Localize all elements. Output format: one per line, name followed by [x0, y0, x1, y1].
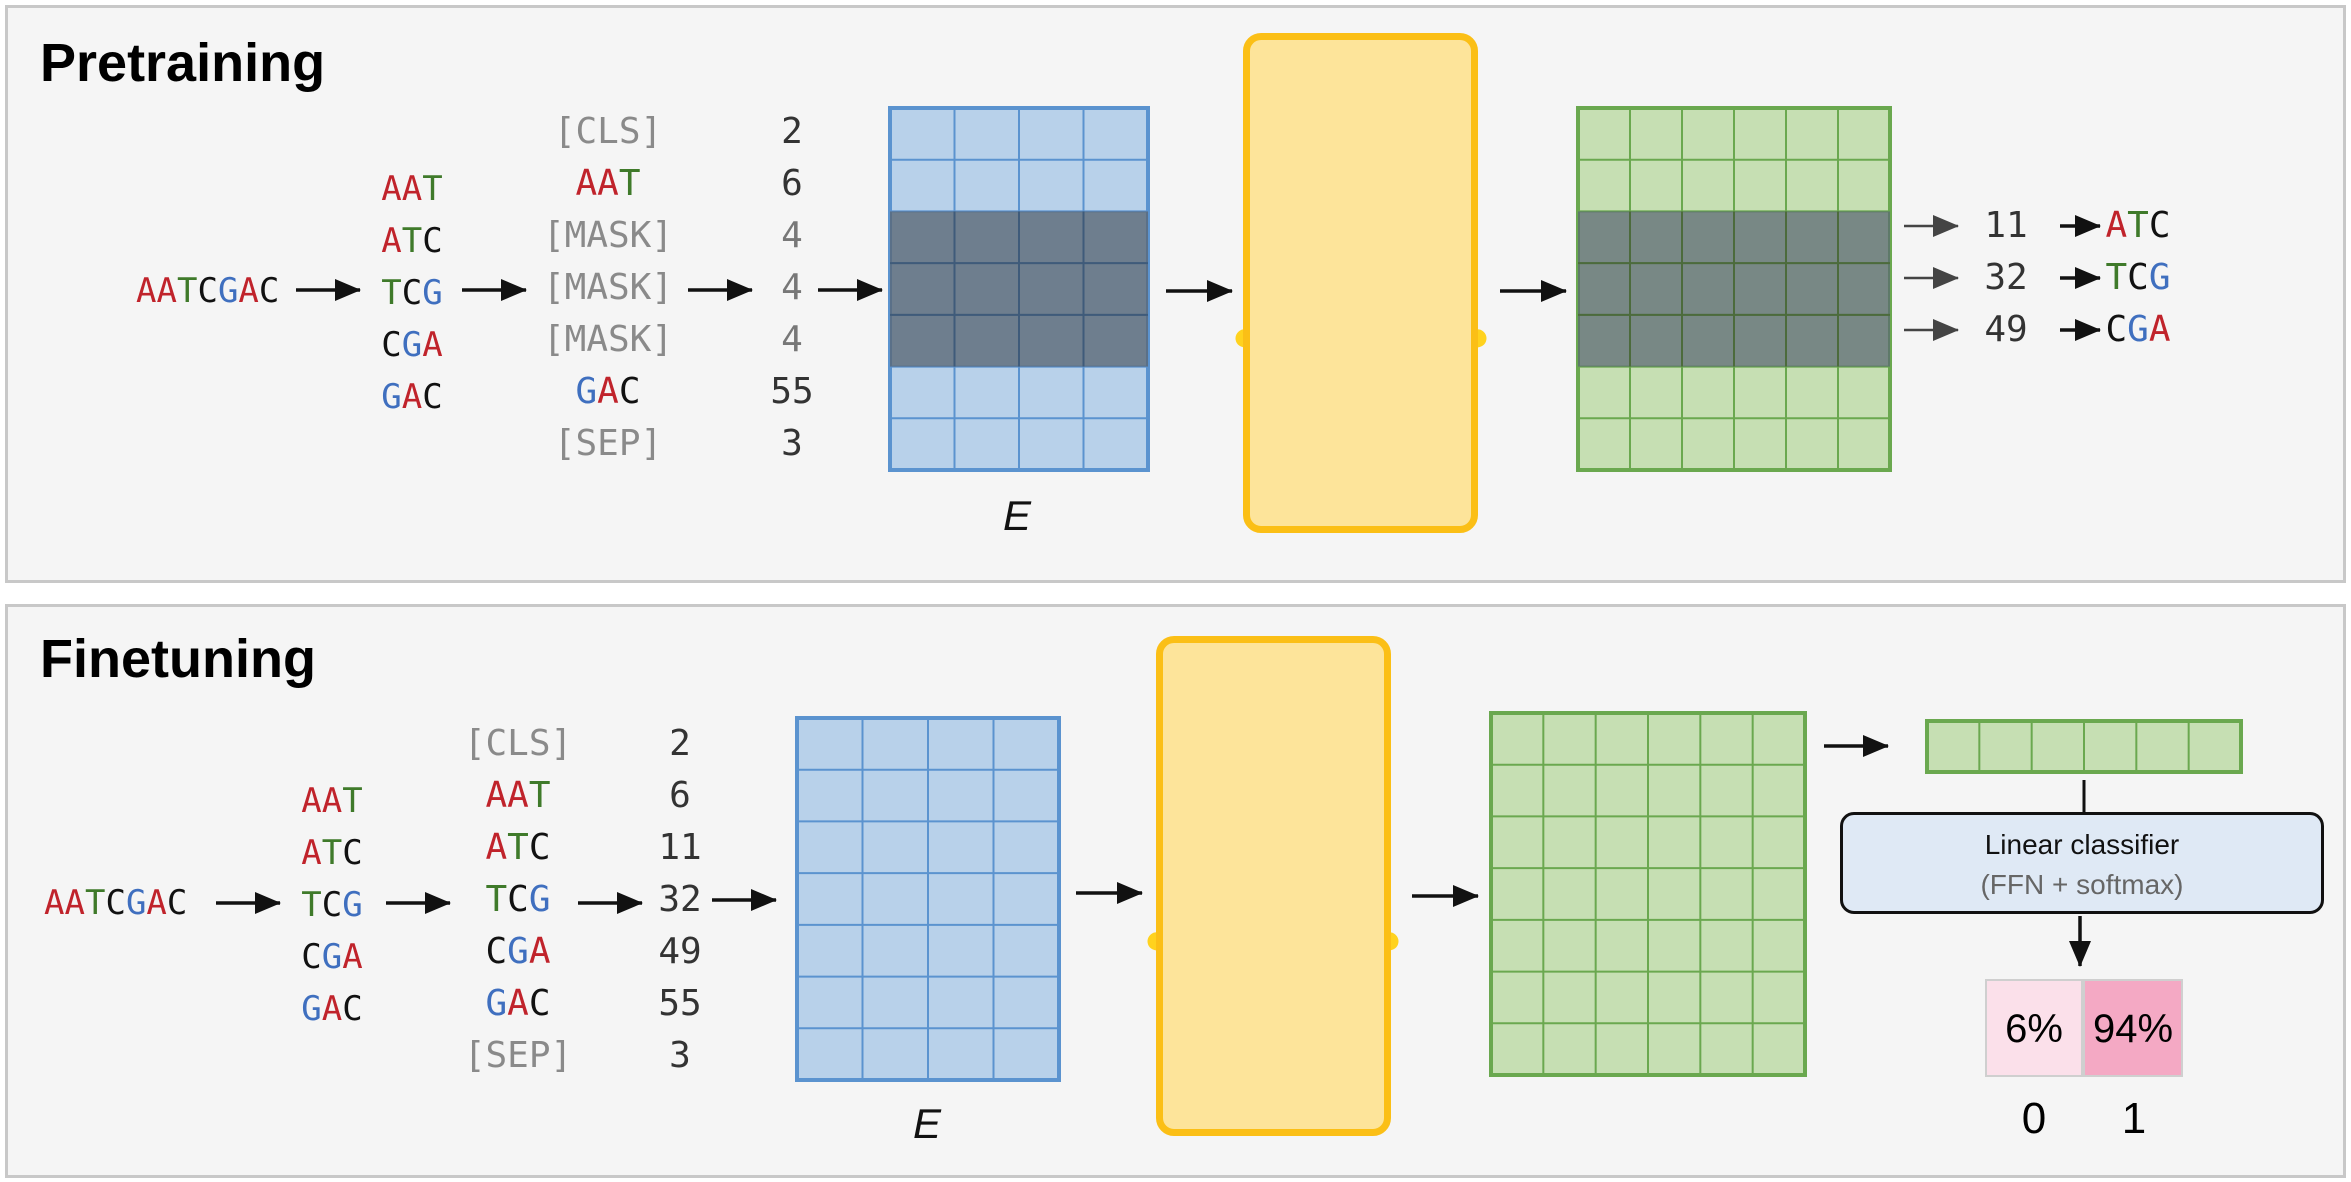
fine-token: ATC	[485, 827, 550, 868]
pre-predicted-id: 11	[1984, 205, 2027, 246]
fine-kmer: AAT	[301, 781, 362, 821]
fine-kmer: TCG	[301, 885, 362, 925]
fine-token-id: 49	[658, 931, 701, 972]
pre-embedding-label: E	[1003, 492, 1032, 539]
pre-token-id: 4	[781, 215, 803, 256]
fine-kmer: ATC	[301, 833, 362, 873]
class-label-0: 0	[2021, 1094, 2047, 1143]
pretraining-title: Pretraining	[40, 33, 326, 93]
pre-token-id: 6	[781, 163, 803, 204]
pre-kmer: AAT	[381, 169, 442, 209]
fine-kmer: CGA	[301, 937, 362, 977]
fine-token-id: 3	[669, 1035, 691, 1076]
finetuning-title: Finetuning	[40, 629, 316, 689]
pre-token: [SEP]	[554, 423, 662, 464]
pre-token: [MASK]	[543, 215, 673, 256]
linear-classifier-subtitle: (FFN + softmax)	[1980, 869, 2184, 900]
fine-token-id: 32	[658, 879, 701, 920]
pre-token: [MASK]	[543, 267, 673, 308]
pre-kmer: GAC	[381, 377, 442, 417]
pre-token-id: 3	[781, 423, 803, 464]
fine-token-id: 6	[669, 775, 691, 816]
finetuning-model-block	[1156, 636, 1391, 1136]
fine-token-id: 11	[658, 827, 701, 868]
pre-predicted-kmer: TCG	[2105, 257, 2170, 298]
pre-token-id: 55	[770, 371, 813, 412]
fine-token-id: 55	[658, 983, 701, 1024]
fine-input-sequence: AATCGAC	[44, 883, 187, 923]
pre-predicted-id: 49	[1984, 309, 2027, 350]
pre-token: [CLS]	[554, 111, 662, 152]
fine-token: GAC	[485, 983, 550, 1024]
pre-predicted-kmer: ATC	[2105, 205, 2170, 246]
pretraining-panel	[5, 5, 2346, 583]
pre-token: AAT	[575, 163, 640, 204]
pre-token-id: 4	[781, 267, 803, 308]
fine-token: CGA	[485, 931, 550, 972]
pretraining-model-block	[1243, 33, 1478, 533]
fine-token: TCG	[485, 879, 550, 920]
pre-predicted-kmer: CGA	[2105, 309, 2170, 350]
pre-kmer: ATC	[381, 221, 442, 261]
pre-input-sequence: AATCGAC	[136, 271, 279, 311]
fine-token: AAT	[485, 775, 550, 816]
fine-token: [SEP]	[464, 1035, 572, 1076]
pre-kmer: TCG	[381, 273, 442, 313]
pre-token: [MASK]	[543, 319, 673, 360]
fine-embedding-label: E	[913, 1100, 942, 1147]
probability-class-1: 94%	[2083, 979, 2183, 1077]
pre-token: GAC	[575, 371, 640, 412]
pre-kmer: CGA	[381, 325, 442, 365]
pre-token-id: 2	[781, 111, 803, 152]
linear-classifier-title: Linear classifier	[1984, 829, 2180, 860]
fine-token: [CLS]	[464, 723, 572, 764]
pre-predicted-id: 32	[1984, 257, 2027, 298]
fine-kmer: GAC	[301, 989, 362, 1029]
fine-token-id: 2	[669, 723, 691, 764]
linear-classifier-box: Linear classifier (FFN + softmax)	[1840, 812, 2324, 914]
probability-class-0: 6%	[1985, 979, 2083, 1077]
pre-token-id: 4	[781, 319, 803, 360]
class-label-1: 1	[2121, 1094, 2147, 1143]
